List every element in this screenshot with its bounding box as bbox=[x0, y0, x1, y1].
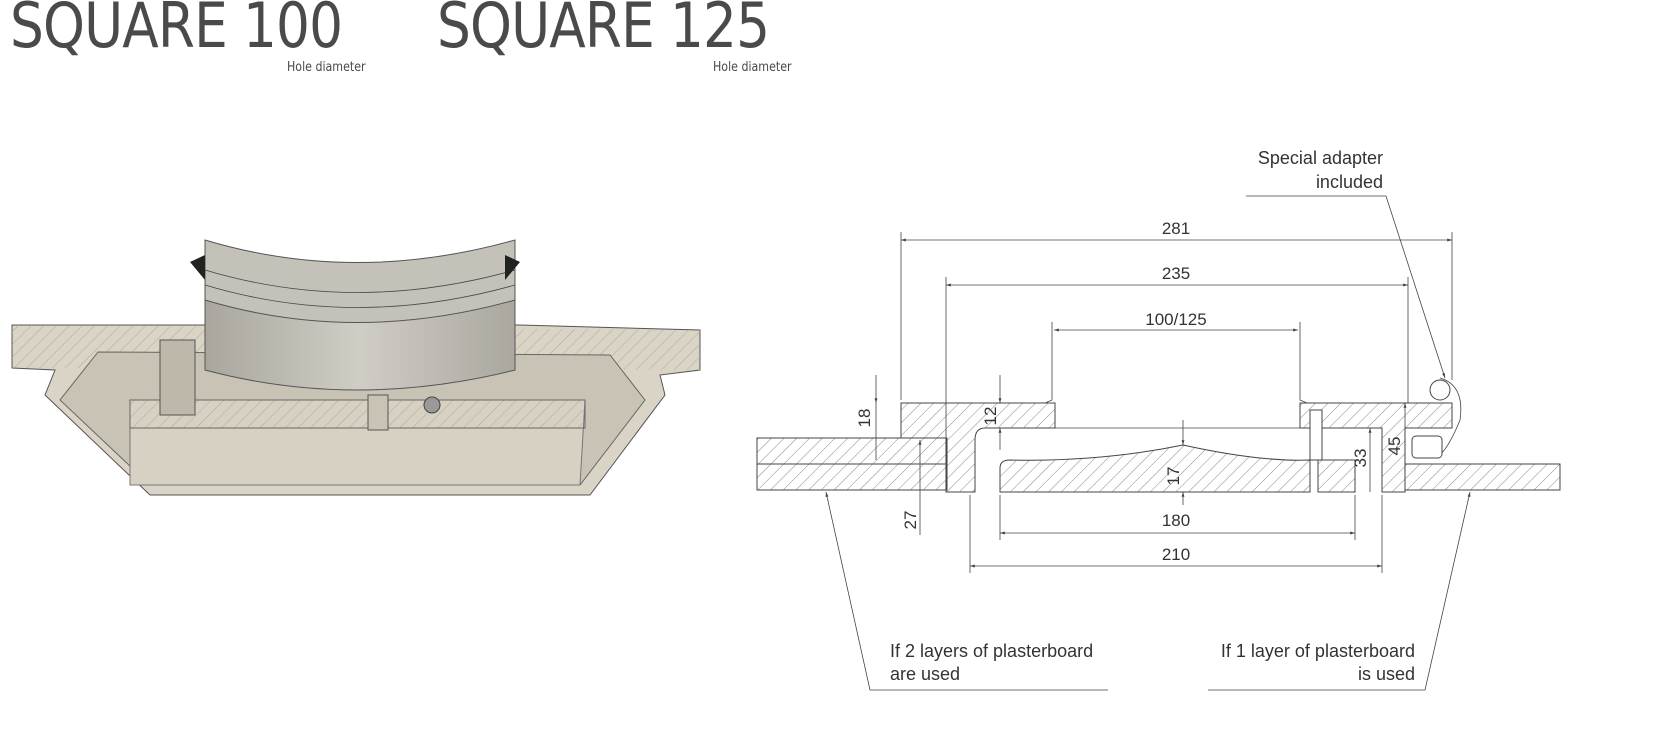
dim-18: 18 bbox=[855, 409, 874, 428]
dim-hole: 100/125 bbox=[1145, 310, 1206, 329]
dim-45: 45 bbox=[1385, 437, 1404, 456]
dim-27: 27 bbox=[901, 511, 920, 530]
note-adapter-line2: included bbox=[1316, 172, 1383, 192]
dim-281: 281 bbox=[1162, 219, 1190, 238]
note-two-layers-line1: If 2 layers of plasterboard bbox=[890, 641, 1093, 661]
model-name: SQUARE bbox=[437, 0, 655, 62]
note-one-layer-line2: is used bbox=[1358, 664, 1415, 684]
plasterboard-layer bbox=[1404, 463, 1561, 491]
dim-17: 17 bbox=[1164, 467, 1183, 486]
model-size: 125 bbox=[669, 0, 770, 62]
model-name: SQUARE bbox=[10, 0, 228, 62]
note-two-layers-line2: are used bbox=[890, 664, 960, 684]
cross-section-drawing: 281 235 100/125 180 210 18 12 27 17 33 4… bbox=[756, 148, 1561, 691]
dim-180: 180 bbox=[1162, 511, 1190, 530]
3d-model-render bbox=[11, 239, 701, 496]
plasterboard-layer bbox=[756, 463, 948, 491]
plasterboard-layer bbox=[756, 437, 948, 465]
heading-title: SQUARE 100 bbox=[10, 0, 343, 57]
note-one-layer-line1: If 1 layer of plasterboard bbox=[1221, 641, 1415, 661]
dim-235: 235 bbox=[1162, 264, 1190, 283]
heading-title: SQUARE 125 bbox=[437, 0, 770, 57]
note-adapter-line1: Special adapter bbox=[1258, 148, 1383, 168]
model-size: 100 bbox=[242, 0, 343, 62]
dim-210: 210 bbox=[1162, 545, 1190, 564]
heading-caption: Hole diameter bbox=[287, 60, 366, 75]
heading-caption: Hole diameter bbox=[713, 60, 792, 75]
dim-33: 33 bbox=[1351, 449, 1370, 468]
dim-12: 12 bbox=[981, 407, 1000, 426]
